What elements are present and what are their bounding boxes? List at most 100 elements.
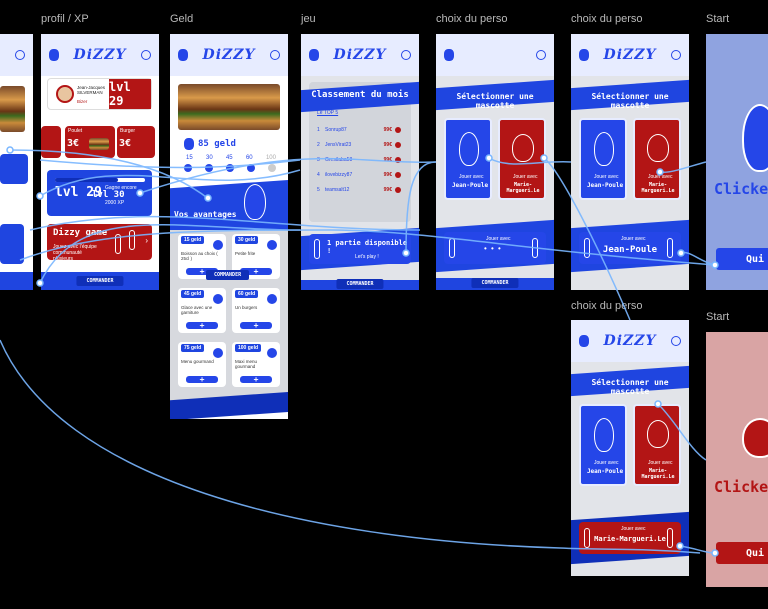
frame-label-start-2: Start [706, 311, 730, 323]
frame-label-perso-1: choix du perso [436, 13, 508, 25]
order-button[interactable]: COMMANDER [206, 270, 250, 280]
chevron-right-icon: › [145, 236, 148, 245]
play-with-name: Marie-Margueri.Le [594, 535, 666, 543]
add-button[interactable]: + [240, 375, 272, 384]
reward-card[interactable]: 75 geld Menu gourmand + [178, 342, 226, 387]
mascot-card-marie-marguerite[interactable]: Jouer avec Marie-Margueri.Le [498, 118, 546, 200]
mascot-icon [459, 132, 479, 166]
geld-steps: 15 30 45 60 100 [186, 155, 276, 161]
mascot-jean-poule [742, 104, 768, 172]
frame-label-perso-3: choix du perso [571, 300, 643, 312]
mascot-caption: Jouer avec [594, 460, 619, 466]
frame-label-profil: profil / XP [41, 13, 89, 25]
mascot-caption: Jouer avec [513, 174, 538, 180]
mascot-card-jean-poule[interactable]: Jouer avec Jean-Poule [579, 118, 627, 200]
offer-title: Poulet [68, 128, 83, 134]
mascot-icon [594, 418, 614, 452]
mascot-icon [647, 134, 669, 162]
mascot-card-marie-marguerite[interactable]: Jouer avec Marie-Margueri.Le [633, 404, 681, 486]
order-button[interactable]: COMMANDER [336, 279, 384, 289]
cactus-icon [449, 238, 455, 258]
play-with-card[interactable]: Jouer avec • • • [444, 232, 546, 264]
offer-card-0[interactable] [41, 126, 61, 158]
cactus-icon [314, 239, 320, 259]
xp-progress [55, 178, 145, 182]
reward-label: Maxi menu gourmand [235, 359, 258, 369]
coin-icon [178, 49, 188, 61]
mascot-jean-poule [244, 184, 266, 220]
reward-label: Menu gourmand [181, 359, 214, 364]
reward-label: Glace avec une garniture [181, 305, 213, 315]
profile-icon[interactable] [671, 50, 681, 60]
game-title: Dizzy game [53, 228, 108, 238]
profile-icon[interactable] [671, 336, 681, 346]
brand-logo: DiZZY [73, 47, 127, 63]
play-card[interactable]: 1 partie disponible ! Let's play ! [309, 234, 411, 264]
reward-price: 45 geld [181, 290, 205, 298]
brand-logo: DiZZY [202, 47, 256, 63]
offer-card-2[interactable]: Burger 3€ [117, 126, 155, 158]
add-button[interactable]: + [186, 375, 218, 384]
frame-perso-2: DiZZY Sélectionner une mascotte Jouer av… [571, 34, 689, 290]
step-label: 100 [265, 155, 276, 161]
profile-icon[interactable] [141, 50, 151, 60]
steps-track [184, 164, 276, 172]
offer-price: 3€ [67, 138, 80, 149]
step-label: 45 [225, 155, 233, 161]
reward-card[interactable]: 60 geld Un burgers + [232, 288, 280, 333]
play-with-caption: Jouer avec [621, 526, 646, 532]
play-with-card[interactable]: Jouer avec Jean-Poule [579, 232, 681, 264]
select-title: Sélectionner une mascotte [456, 92, 534, 110]
mascot-name: Jean-Poule [586, 468, 624, 475]
quit-button[interactable]: Qui [716, 248, 768, 270]
mascot-name: Marie-Margueri.Le [506, 182, 540, 194]
profile-icon[interactable] [270, 50, 280, 60]
clicker-title: Clicker po [714, 478, 768, 496]
play-with-caption: Jouer avec [486, 236, 511, 242]
side-card-2[interactable] [0, 224, 24, 264]
profile-icon[interactable] [401, 50, 411, 60]
mascot-name: Marie-Margueri.Le [641, 182, 675, 194]
coin-icon [184, 138, 194, 150]
reward-card[interactable]: 45 geld Glace avec une garniture + [178, 288, 226, 333]
profile-icon[interactable] [536, 50, 546, 60]
burger-image [178, 84, 280, 130]
burger-image [0, 86, 25, 132]
frame-perso-1: Sélectionner une mascotte Jouer avec Jea… [436, 34, 554, 290]
mascot-name: Marie-Margueri.Le [641, 468, 675, 480]
play-with-caption: Jouer avec [621, 236, 646, 242]
reward-label: Un burgers [235, 305, 258, 310]
add-button[interactable]: + [240, 321, 272, 330]
game-card[interactable]: Dizzy game Jouez avec l'équipe communaut… [47, 224, 152, 262]
profile-icon[interactable] [15, 50, 25, 60]
order-button[interactable]: COMMANDER [76, 276, 124, 286]
reward-label: Petite frite [235, 251, 256, 256]
quit-button[interactable]: Qui [716, 542, 768, 564]
mascot-card-marie-marguerite[interactable]: Jouer avec Marie-Margueri.Le [633, 118, 681, 200]
mascot-name: Jean-Poule [451, 182, 489, 189]
reward-price: 100 geld [235, 344, 262, 352]
play-with-card[interactable]: Jouer avec Marie-Margueri.Le [579, 522, 681, 554]
mascot-card-jean-poule[interactable]: Jouer avec Jean-Poule [579, 404, 627, 486]
mascot-card-jean-poule[interactable]: Jouer avec Jean-Poule [444, 118, 492, 200]
user-role: Bizer [77, 99, 88, 104]
frame-label-perso-2: choix du perso [571, 13, 643, 25]
clicker-title: Clicker po [714, 180, 768, 198]
mascot-caption: Jouer avec [594, 174, 619, 180]
add-button[interactable]: + [186, 321, 218, 330]
offer-card-1[interactable]: Poulet 3€ [65, 126, 115, 158]
cactus-icon [584, 528, 590, 548]
order-button[interactable]: COMMANDER [471, 278, 519, 288]
ranking-subtitle: Le TOP 5 [317, 110, 339, 116]
step-label: 60 [245, 155, 253, 161]
offer-price: 3€ [119, 138, 132, 149]
cactus-icon [667, 528, 673, 548]
balance-value: 85 geld [198, 139, 236, 149]
reward-card[interactable]: 100 geld Maxi menu gourmand + [232, 342, 280, 387]
